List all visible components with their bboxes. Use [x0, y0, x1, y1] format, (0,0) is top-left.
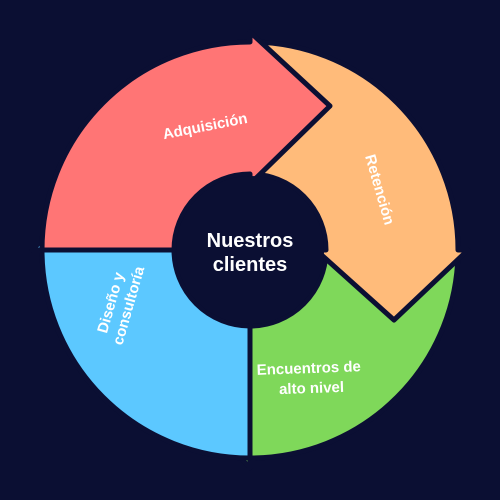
segment-label-diseno: Diseño y consultoría [92, 259, 148, 347]
center-circle [176, 176, 324, 324]
center-label-line1: Nuestros [207, 230, 294, 252]
segment-label-encuentros: Encuentros de alto nivel [256, 358, 366, 399]
segment-arrow-adquisicion [39, 29, 333, 253]
center-label-line2: clientes [213, 254, 287, 276]
segment-label-encuentros-line1: Encuentros de [256, 358, 361, 379]
segment-label-encuentros-line2: alto nivel [279, 379, 345, 398]
